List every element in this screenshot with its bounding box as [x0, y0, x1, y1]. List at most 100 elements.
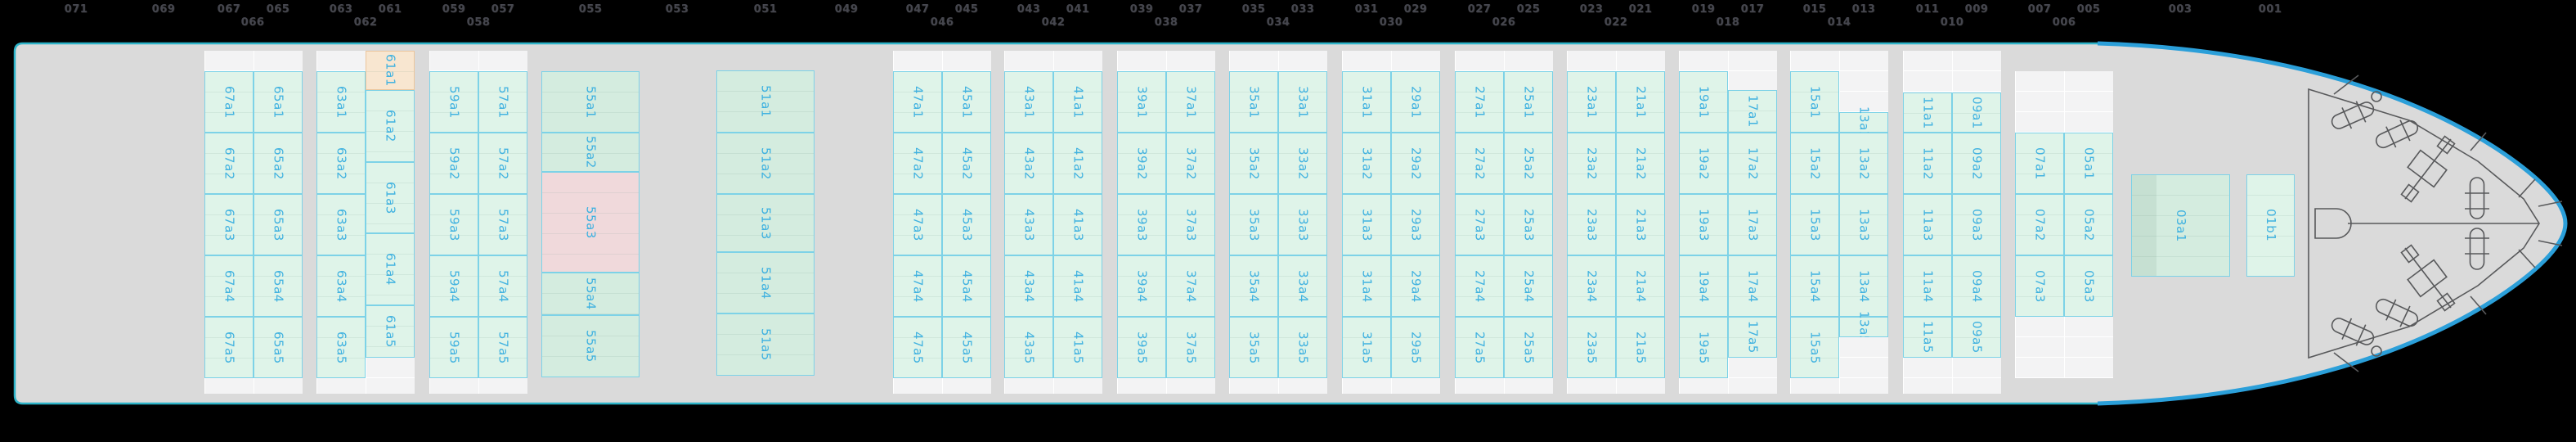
- cabin-25a5[interactable]: 25a5: [1504, 317, 1553, 378]
- cabin-19a2[interactable]: 19a2: [1679, 133, 1728, 194]
- cabin-47a1[interactable]: 47a1: [893, 71, 942, 133]
- cabin-21a3[interactable]: 21a3: [1616, 194, 1665, 255]
- cabin-19a3[interactable]: 19a3: [1679, 194, 1728, 255]
- cabin-11a1[interactable]: 11a1: [1903, 92, 1952, 133]
- cabin-55a4[interactable]: 55a4: [541, 273, 640, 315]
- cabin-59a5[interactable]: 59a5: [429, 317, 478, 378]
- cabin-21a1[interactable]: 21a1: [1616, 71, 1665, 133]
- cabin-13a4[interactable]: 13a4: [1839, 255, 1888, 317]
- cabin-09a1[interactable]: 09a1: [1952, 92, 2001, 133]
- cabin-33a5[interactable]: 33a5: [1278, 317, 1327, 378]
- cabin-67a2[interactable]: 67a2: [204, 133, 254, 194]
- cabin-67a1[interactable]: 67a1: [204, 71, 254, 133]
- cabin-37a5[interactable]: 37a5: [1166, 317, 1215, 378]
- cabin-45a4[interactable]: 45a4: [942, 255, 991, 317]
- cabin-23a1[interactable]: 23a1: [1567, 71, 1616, 133]
- cabin-09a2[interactable]: 09a2: [1952, 133, 2001, 194]
- cabin-25a1[interactable]: 25a1: [1504, 71, 1553, 133]
- cabin-19a1[interactable]: 19a1: [1679, 71, 1728, 133]
- cabin-57a2[interactable]: 57a2: [478, 133, 527, 194]
- cabin-35a4[interactable]: 35a4: [1229, 255, 1278, 317]
- cabin-37a2[interactable]: 37a2: [1166, 133, 1215, 194]
- cabin-39a2[interactable]: 39a2: [1117, 133, 1166, 194]
- cabin-41a4[interactable]: 41a4: [1053, 255, 1102, 317]
- cabin-17a2[interactable]: 17a2: [1728, 133, 1777, 194]
- cabin-31a1[interactable]: 31a1: [1342, 71, 1391, 133]
- cabin-65a1[interactable]: 65a1: [254, 71, 303, 133]
- cabin-07a3[interactable]: 07a3: [2015, 255, 2064, 317]
- cabin-07a1[interactable]: 07a1: [2015, 133, 2064, 194]
- cabin-41a2[interactable]: 41a2: [1053, 133, 1102, 194]
- cabin-05a3[interactable]: 05a3: [2064, 255, 2113, 317]
- cabin-45a1[interactable]: 45a1: [942, 71, 991, 133]
- cabin-63a1[interactable]: 63a1: [316, 71, 366, 133]
- cabin-19a5[interactable]: 19a5: [1679, 317, 1728, 378]
- cabin-39a5[interactable]: 39a5: [1117, 317, 1166, 378]
- cabin-63a5[interactable]: 63a5: [316, 317, 366, 378]
- cabin-45a5[interactable]: 45a5: [942, 317, 991, 378]
- cabin-35a1[interactable]: 35a1: [1229, 71, 1278, 133]
- cabin-13a5[interactable]: 13a5: [1839, 311, 1888, 343]
- cabin-15a3[interactable]: 15a3: [1790, 194, 1839, 255]
- cabin-23a3[interactable]: 23a3: [1567, 194, 1616, 255]
- cabin-31a5[interactable]: 31a5: [1342, 317, 1391, 378]
- cabin-15a5[interactable]: 15a5: [1790, 317, 1839, 378]
- cabin-39a3[interactable]: 39a3: [1117, 194, 1166, 255]
- cabin-15a4[interactable]: 15a4: [1790, 255, 1839, 317]
- cabin-29a5[interactable]: 29a5: [1391, 317, 1440, 378]
- cabin-17a3[interactable]: 17a3: [1728, 194, 1777, 255]
- cabin-25a3[interactable]: 25a3: [1504, 194, 1553, 255]
- cabin-61a1[interactable]: 61a1: [366, 51, 415, 90]
- cabin-11a5[interactable]: 11a5: [1903, 317, 1952, 358]
- cabin-63a4[interactable]: 63a4: [316, 255, 366, 317]
- cabin-51a4[interactable]: 51a4: [716, 252, 815, 313]
- cabin-41a1[interactable]: 41a1: [1053, 71, 1102, 133]
- cabin-55a3[interactable]: 55a3: [541, 172, 640, 273]
- cabin-15a1[interactable]: 15a1: [1790, 71, 1839, 133]
- cabin-47a3[interactable]: 47a3: [893, 194, 942, 255]
- cabin-13a3[interactable]: 13a3: [1839, 194, 1888, 255]
- cabin-09a4[interactable]: 09a4: [1952, 255, 2001, 317]
- cabin-61a3[interactable]: 61a3: [366, 162, 415, 233]
- cabin-65a3[interactable]: 65a3: [254, 194, 303, 255]
- cabin-05a2[interactable]: 05a2: [2064, 194, 2113, 255]
- cabin-31a4[interactable]: 31a4: [1342, 255, 1391, 317]
- cabin-67a5[interactable]: 67a5: [204, 317, 254, 378]
- cabin-51a1[interactable]: 51a1: [716, 70, 815, 133]
- cabin-17a5[interactable]: 17a5: [1728, 317, 1777, 358]
- cabin-39a1[interactable]: 39a1: [1117, 71, 1166, 133]
- cabin-23a4[interactable]: 23a4: [1567, 255, 1616, 317]
- cabin-01b1[interactable]: 01b1: [2246, 174, 2295, 277]
- cabin-43a1[interactable]: 43a1: [1004, 71, 1053, 133]
- cabin-45a3[interactable]: 45a3: [942, 194, 991, 255]
- cabin-13a2[interactable]: 13a2: [1839, 133, 1888, 194]
- cabin-37a3[interactable]: 37a3: [1166, 194, 1215, 255]
- cabin-27a1[interactable]: 27a1: [1455, 71, 1504, 133]
- cabin-09a3[interactable]: 09a3: [1952, 194, 2001, 255]
- cabin-03a1[interactable]: 03a1: [2131, 174, 2230, 277]
- cabin-35a2[interactable]: 35a2: [1229, 133, 1278, 194]
- cabin-27a4[interactable]: 27a4: [1455, 255, 1504, 317]
- cabin-35a3[interactable]: 35a3: [1229, 194, 1278, 255]
- cabin-67a3[interactable]: 67a3: [204, 194, 254, 255]
- cabin-11a2[interactable]: 11a2: [1903, 133, 1952, 194]
- cabin-61a5[interactable]: 61a5: [366, 305, 415, 358]
- cabin-29a4[interactable]: 29a4: [1391, 255, 1440, 317]
- cabin-31a2[interactable]: 31a2: [1342, 133, 1391, 194]
- cabin-59a4[interactable]: 59a4: [429, 255, 478, 317]
- cabin-31a3[interactable]: 31a3: [1342, 194, 1391, 255]
- cabin-29a3[interactable]: 29a3: [1391, 194, 1440, 255]
- cabin-17a4[interactable]: 17a4: [1728, 255, 1777, 317]
- cabin-67a4[interactable]: 67a4: [204, 255, 254, 317]
- cabin-57a4[interactable]: 57a4: [478, 255, 527, 317]
- cabin-33a4[interactable]: 33a4: [1278, 255, 1327, 317]
- cabin-61a4[interactable]: 61a4: [366, 233, 415, 305]
- cabin-33a3[interactable]: 33a3: [1278, 194, 1327, 255]
- cabin-51a3[interactable]: 51a3: [716, 194, 815, 252]
- cabin-43a4[interactable]: 43a4: [1004, 255, 1053, 317]
- cabin-55a1[interactable]: 55a1: [541, 71, 640, 133]
- cabin-43a2[interactable]: 43a2: [1004, 133, 1053, 194]
- cabin-05a1[interactable]: 05a1: [2064, 133, 2113, 194]
- cabin-43a5[interactable]: 43a5: [1004, 317, 1053, 378]
- cabin-19a4[interactable]: 19a4: [1679, 255, 1728, 317]
